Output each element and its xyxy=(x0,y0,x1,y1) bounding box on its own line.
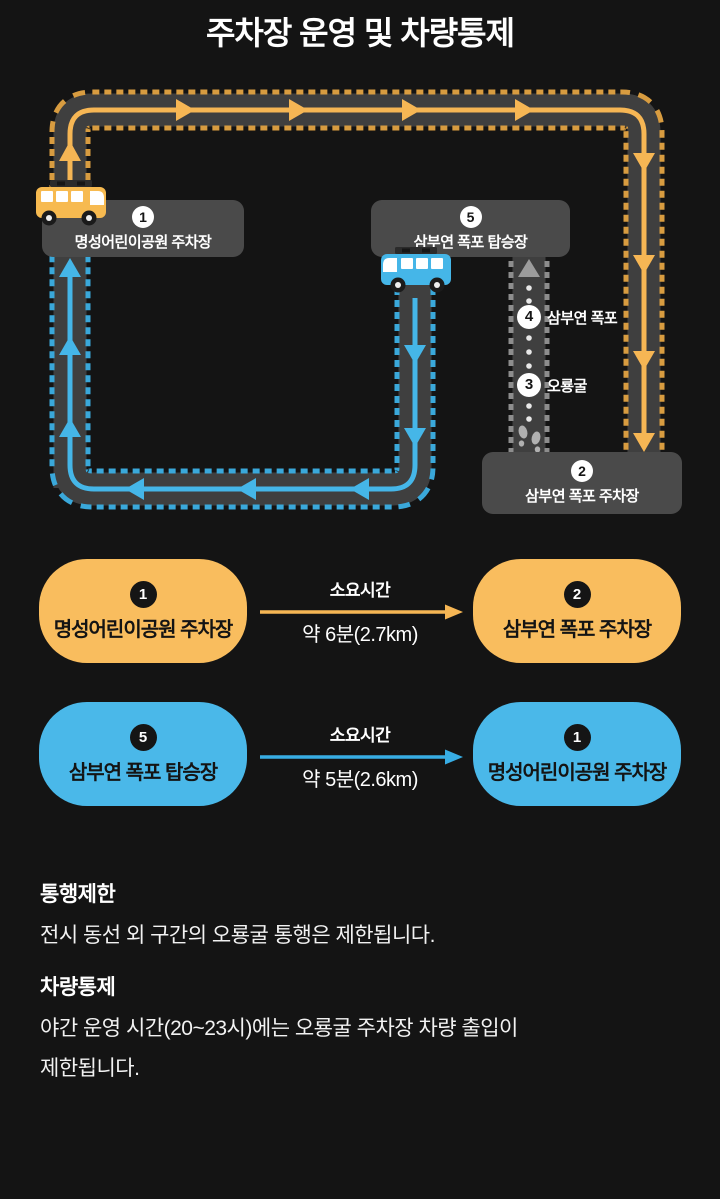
pill-number-badge: 1 xyxy=(563,723,591,751)
station-label: 명성어린이공원 주차장 xyxy=(74,233,212,251)
origin-pill-row1: 1 명성어린이공원 주차장 xyxy=(39,559,247,663)
pill-label: 명성어린이공원 주차장 xyxy=(53,618,234,641)
orange-route-line xyxy=(59,99,655,452)
footprints-icon xyxy=(518,425,541,453)
waypoint-3: 3 오룡굴 xyxy=(517,373,587,397)
blue-bus-icon xyxy=(381,247,451,293)
waypoint-label: 오룡굴 xyxy=(547,377,587,395)
walking-path-center xyxy=(518,259,541,453)
blue-route-line xyxy=(59,258,426,500)
walking-dots xyxy=(526,285,532,422)
pill-number-badge: 1 xyxy=(129,580,157,608)
station-box-1: 1 명성어린이공원 주차장 xyxy=(42,200,244,257)
route-summary-row2-middle: 소요시간 약 5분(2.6km) xyxy=(252,725,468,793)
pill-label: 삼부연 폭포 주차장 xyxy=(502,618,652,641)
yellow-bus-icon xyxy=(36,180,106,226)
station-box-2: 2 삼부연 폭포 주차장 xyxy=(482,452,682,514)
station-label: 삼부연 폭포 탑승장 xyxy=(413,233,528,251)
pill-number-badge: 2 xyxy=(563,580,591,608)
origin-pill-row2: 5 삼부연 폭포 탑승장 xyxy=(39,702,247,806)
route-arrow-icon xyxy=(260,749,463,765)
destination-pill-row2: 1 명성어린이공원 주차장 xyxy=(473,702,681,806)
orange-route-road xyxy=(49,89,665,453)
station-number-badge: 2 xyxy=(571,460,593,482)
pill-number-badge: 5 xyxy=(129,723,157,751)
notice-traffic-restriction-heading: 통행제한 xyxy=(40,883,116,906)
station-label: 삼부연 폭포 주차장 xyxy=(525,488,639,505)
road-base xyxy=(53,93,661,506)
orange-route-arrow-icons xyxy=(59,99,655,452)
route-arrow-icon xyxy=(260,604,463,620)
blue-route-road xyxy=(49,256,436,510)
walking-direction-arrow-icon xyxy=(518,259,540,277)
notice-vehicle-control-heading: 차량통제 xyxy=(40,976,116,999)
destination-pill-row1: 2 삼부연 폭포 주차장 xyxy=(473,559,681,663)
waypoint-number-badge: 3 xyxy=(517,373,541,397)
waypoint-label: 삼부연 폭포 xyxy=(547,309,618,327)
blue-route-arrow-icons xyxy=(59,258,426,500)
duration-title: 소요시간 xyxy=(329,581,391,600)
duration-title: 소요시간 xyxy=(329,726,391,745)
waypoint-4: 4 삼부연 폭포 xyxy=(517,305,618,329)
station-number-badge: 5 xyxy=(459,205,482,228)
station-number-badge: 1 xyxy=(132,205,154,228)
route-summary-row1-middle: 소요시간 약 6분(2.7km) xyxy=(252,580,468,648)
duration-value: 약 5분(2.6km) xyxy=(302,769,418,791)
notice-traffic-restriction-body: 전시 동선 외 구간의 오룡굴 통행은 제한됩니다. xyxy=(40,924,435,947)
pill-label: 명성어린이공원 주차장 xyxy=(487,761,668,784)
waypoint-number-badge: 4 xyxy=(517,305,541,329)
route-map xyxy=(49,89,665,510)
pill-label: 삼부연 폭포 탑승장 xyxy=(68,761,218,784)
notice-vehicle-control-body: 야간 운영 시간(20~23시)에는 오룡굴 주차장 차량 출입이 제한됩니다. xyxy=(40,1017,518,1080)
duration-value: 약 6분(2.7km) xyxy=(302,624,418,646)
page-title: 주차장 운영 및 차량통제 xyxy=(205,15,515,51)
